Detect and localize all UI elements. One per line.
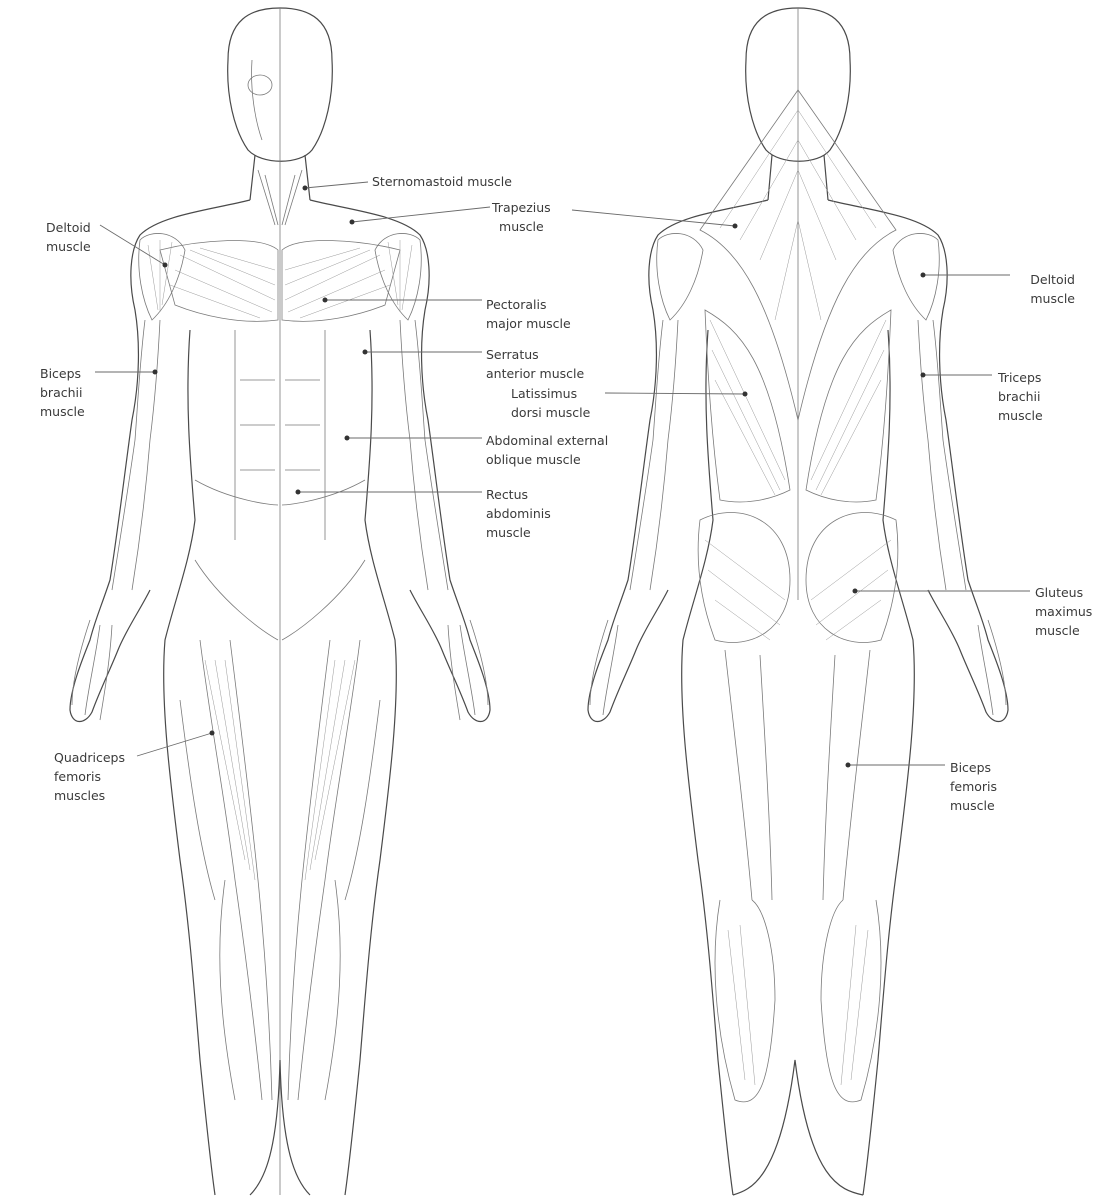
label-line: Abdominal external xyxy=(486,431,608,450)
label-gluteus-maximus-muscle: Gluteus maximus muscle xyxy=(1035,583,1092,640)
label-latissimus-dorsi-muscle: Latissimus dorsi muscle xyxy=(511,384,590,422)
label-line: anterior muscle xyxy=(486,364,584,383)
label-line: Deltoid xyxy=(46,218,91,237)
label-biceps-brachii-muscle: Biceps brachii muscle xyxy=(40,364,85,421)
label-line: femoris xyxy=(950,777,997,796)
label-line: Quadriceps xyxy=(54,748,125,767)
label-line: Biceps xyxy=(950,758,997,777)
label-line: muscle xyxy=(486,523,551,542)
label-serratus-anterior-muscle: Serratus anterior muscle xyxy=(486,345,584,383)
label-line: dorsi muscle xyxy=(511,403,590,422)
label-trapezius-muscle: Trapezius muscle xyxy=(492,198,551,236)
label-line: muscles xyxy=(54,786,125,805)
label-quadriceps-femoris-muscles: Quadriceps femoris muscles xyxy=(54,748,125,805)
label-line: Biceps xyxy=(40,364,85,383)
label-rectus-abdominis-muscle: Rectus abdominis muscle xyxy=(486,485,551,542)
label-sternomastoid-muscle: Sternomastoid muscle xyxy=(372,172,512,191)
label-deltoid-muscle-front: Deltoid muscle xyxy=(46,218,91,256)
label-line: femoris xyxy=(54,767,125,786)
label-biceps-femoris-muscle: Biceps femoris muscle xyxy=(950,758,997,815)
label-line: muscle xyxy=(40,402,85,421)
label-line: Serratus xyxy=(486,345,584,364)
label-line: major muscle xyxy=(486,314,571,333)
label-line: brachii xyxy=(998,387,1043,406)
label-line: Pectoralis xyxy=(486,295,571,314)
label-line: muscle xyxy=(1035,621,1092,640)
label-line: muscle xyxy=(950,796,997,815)
label-line: muscle xyxy=(1030,289,1075,308)
label-abdominal-external-oblique-muscle: Abdominal external oblique muscle xyxy=(486,431,608,469)
label-line: Trapezius xyxy=(492,198,551,217)
label-line: muscle xyxy=(46,237,91,256)
label-deltoid-muscle-back: Deltoid muscle xyxy=(1030,270,1075,308)
label-triceps-brachii-muscle: Triceps brachii muscle xyxy=(998,368,1043,425)
label-line: abdominis xyxy=(486,504,551,523)
label-line: Rectus xyxy=(486,485,551,504)
label-line: muscle xyxy=(998,406,1043,425)
label-line: oblique muscle xyxy=(486,450,608,469)
label-line: Triceps xyxy=(998,368,1043,387)
label-line: brachii xyxy=(40,383,85,402)
label-line: Latissimus xyxy=(511,384,590,403)
label-pectoralis-major-muscle: Pectoralis major muscle xyxy=(486,295,571,333)
back-figure xyxy=(588,8,1008,1195)
label-line: muscle xyxy=(492,217,551,236)
label-line: Gluteus xyxy=(1035,583,1092,602)
label-line: Deltoid xyxy=(1030,270,1075,289)
label-line: Sternomastoid muscle xyxy=(372,172,512,191)
label-line: maximus xyxy=(1035,602,1092,621)
